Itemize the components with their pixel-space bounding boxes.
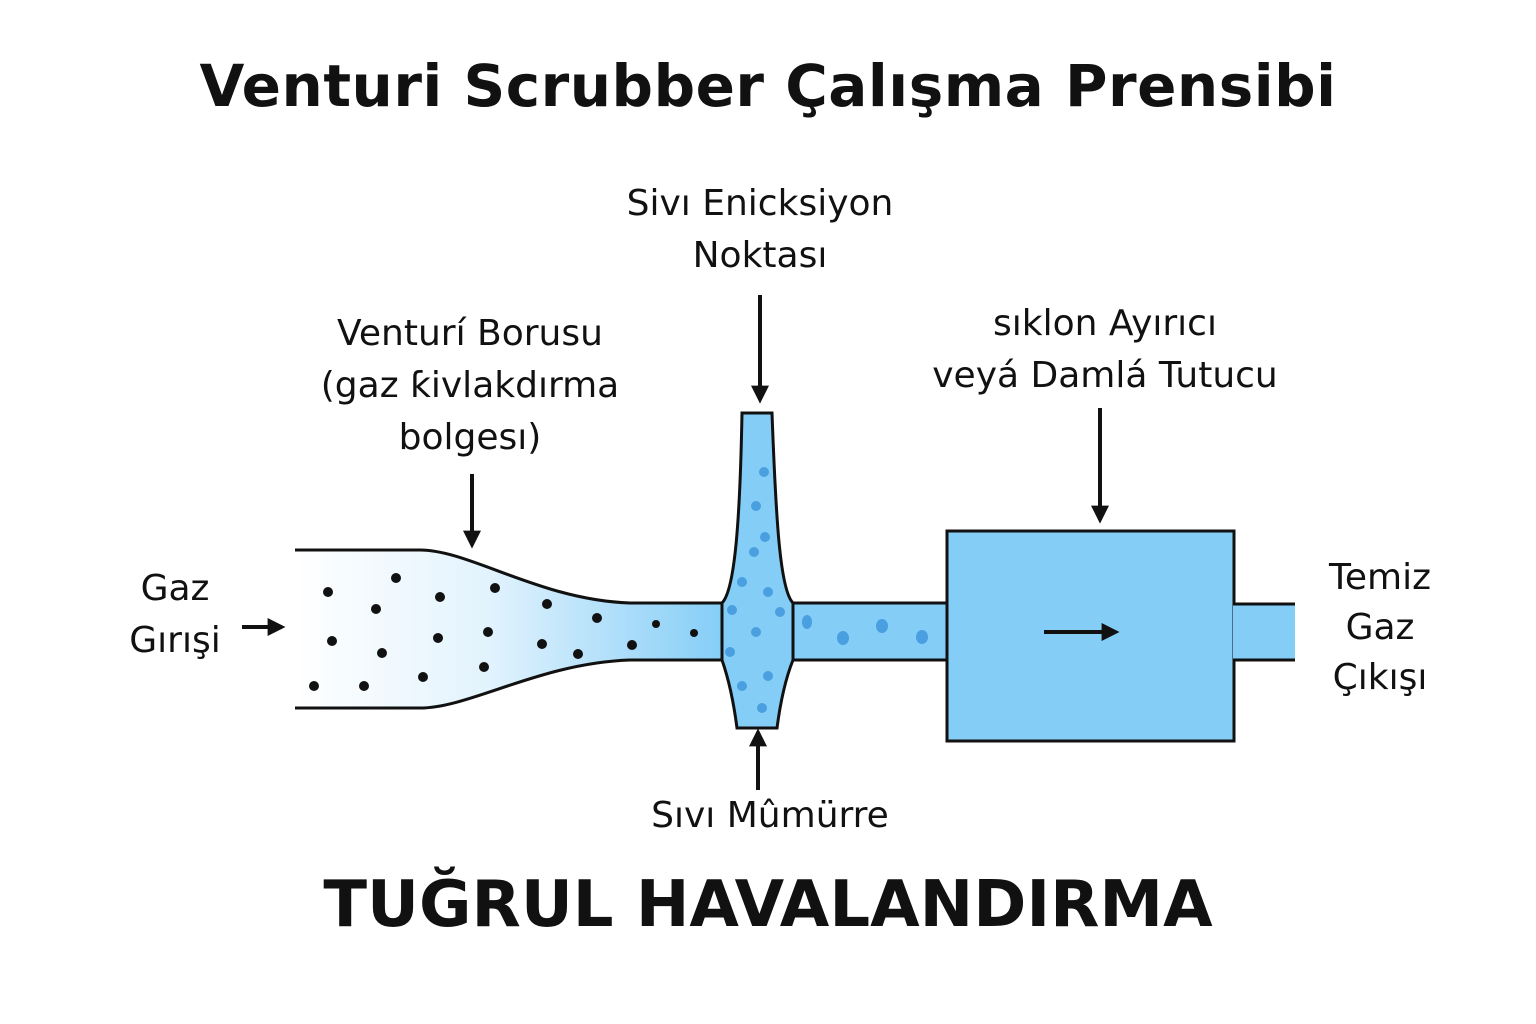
outlet-pipe xyxy=(1233,604,1295,660)
liquid-nozzle-label: Sıvı Mûmürre xyxy=(651,795,889,836)
venturi-inlet-section xyxy=(295,550,725,708)
cyclone-separator-box xyxy=(945,529,1236,743)
diagram-title: Venturi Scrubber Çalışma Prensibi xyxy=(199,52,1337,120)
brand-name: TUĞRUL HAVALANDIRMA xyxy=(323,868,1213,942)
inlet-top-wall xyxy=(295,548,725,605)
liquid-injection-column xyxy=(720,411,795,730)
pointer-arrows xyxy=(242,295,1120,790)
dust-particles xyxy=(309,573,698,691)
inlet-bottom-wall xyxy=(295,658,725,710)
liquid-droplets xyxy=(725,467,928,713)
